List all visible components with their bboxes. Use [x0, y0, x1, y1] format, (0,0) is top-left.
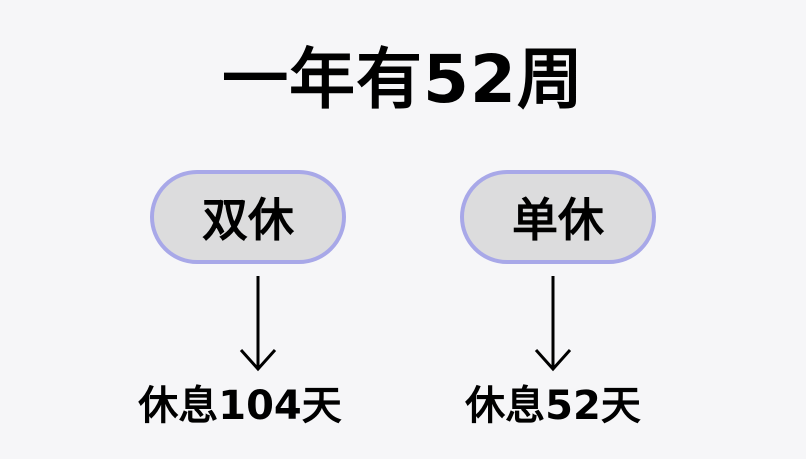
double-rest-result: 休息104天 [138, 383, 342, 429]
single-rest-result: 休息52天 [465, 383, 641, 429]
page-title: 一年有52周 [222, 41, 584, 118]
down-arrow-icon [534, 276, 572, 372]
double-rest-pill: 双休 [150, 170, 346, 264]
single-rest-pill: 单休 [460, 170, 656, 264]
down-arrow-icon [239, 276, 277, 372]
